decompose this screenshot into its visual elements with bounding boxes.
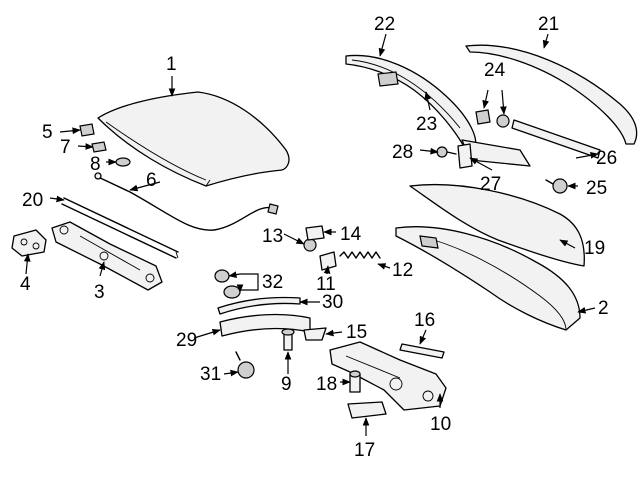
rear-rail-part [345, 54, 477, 151]
callout-16: 16 [414, 310, 435, 331]
callout-23: 23 [416, 114, 437, 135]
callout-10: 10 [430, 414, 451, 435]
handle-part-16 [399, 343, 445, 359]
plug-part-14 [305, 225, 325, 241]
spring-part-12 [339, 251, 381, 259]
callout-18: 18 [316, 374, 337, 395]
callout-1: 1 [166, 54, 177, 75]
callout-11: 11 [316, 274, 336, 295]
callout-14: 14 [340, 224, 362, 245]
bracket-part-27 [457, 143, 473, 169]
bolt-part-28 [436, 146, 457, 158]
callout-32: 32 [262, 272, 283, 293]
clip-part-5 [79, 123, 95, 137]
callout-9: 9 [281, 374, 292, 395]
callout-labels: 1 2 3 4 5 6 7 8 9 10 11 12 13 14 15 16 1… [20, 14, 617, 461]
callout-26: 26 [596, 148, 617, 169]
clip-part-24 [475, 109, 510, 128]
pin-part-9 [281, 328, 295, 351]
callout-13: 13 [262, 226, 283, 247]
callout-31: 31 [200, 364, 221, 385]
bumper-part-13 [303, 238, 317, 252]
callout-27: 27 [480, 174, 501, 195]
callout-20: 20 [22, 190, 43, 211]
cable-part [94, 172, 279, 231]
callout-5: 5 [42, 122, 53, 143]
callout-22: 22 [374, 14, 395, 35]
callout-28: 28 [392, 142, 413, 163]
seal-channel-part [465, 44, 638, 145]
callout-17: 17 [354, 440, 375, 461]
callout-4: 4 [20, 274, 31, 295]
callout-25: 25 [586, 178, 607, 199]
weatherstrip-part-30 [217, 296, 301, 315]
fastener-part-25 [545, 178, 568, 194]
callout-30: 30 [322, 292, 343, 313]
callout-12: 12 [392, 260, 413, 281]
trim-strip-part [511, 119, 601, 159]
mount-part-15 [303, 327, 327, 341]
clip-part-8 [115, 157, 131, 167]
trim-panel-part-29 [219, 313, 311, 337]
leader-lines [23, 33, 599, 436]
callout-21: 21 [538, 14, 559, 35]
linkage-arm-part [51, 221, 163, 291]
callout-2: 2 [598, 298, 609, 319]
deck-lid-part [395, 226, 581, 331]
clip-part-7 [91, 141, 107, 153]
callout-7: 7 [60, 137, 71, 158]
callout-19: 19 [584, 238, 605, 259]
actuator-part-18 [349, 370, 361, 393]
callout-24: 24 [484, 60, 506, 81]
seal-strip-part [61, 197, 179, 259]
callout-15: 15 [346, 322, 367, 343]
plate-part-17 [347, 401, 387, 419]
callout-8: 8 [90, 154, 101, 175]
callout-29: 29 [176, 330, 197, 351]
rear-glass-part [409, 183, 585, 267]
hinge-bracket-part [11, 229, 47, 257]
roof-panel-part [97, 91, 290, 187]
callout-3: 3 [94, 282, 105, 303]
callout-6: 6 [146, 170, 157, 191]
bolt-part-31 [235, 351, 255, 379]
